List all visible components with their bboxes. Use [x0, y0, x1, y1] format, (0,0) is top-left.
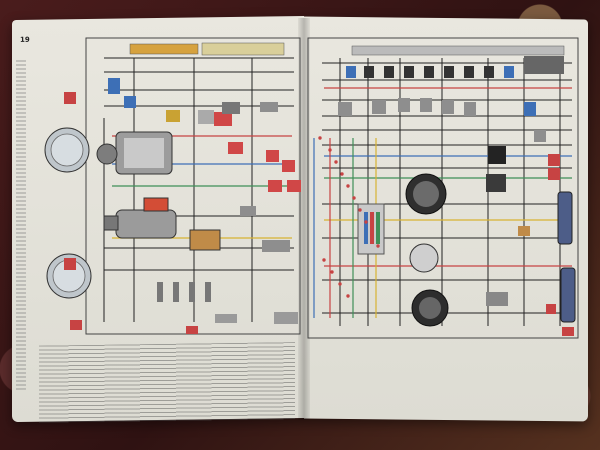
left-headlight-upper [44, 127, 90, 173]
junction-dots [318, 136, 380, 298]
ignition-coil [189, 229, 221, 251]
top-connector-strip [129, 42, 565, 56]
instrument-cluster [405, 173, 449, 327]
wiring-diagram [44, 37, 579, 339]
right-fuse-box [357, 203, 385, 255]
colored-wires [112, 87, 572, 318]
open-book: 19 [12, 15, 588, 424]
relay-cluster-left [214, 112, 301, 192]
spark-plugs [157, 282, 211, 302]
starter-component [103, 197, 177, 239]
left-small-components [64, 78, 298, 334]
right-small-components [338, 66, 574, 336]
book-spine [298, 18, 310, 420]
alternator-component [96, 131, 173, 175]
right-diagram-frame [307, 37, 579, 339]
right-connector-blocks [486, 56, 576, 323]
